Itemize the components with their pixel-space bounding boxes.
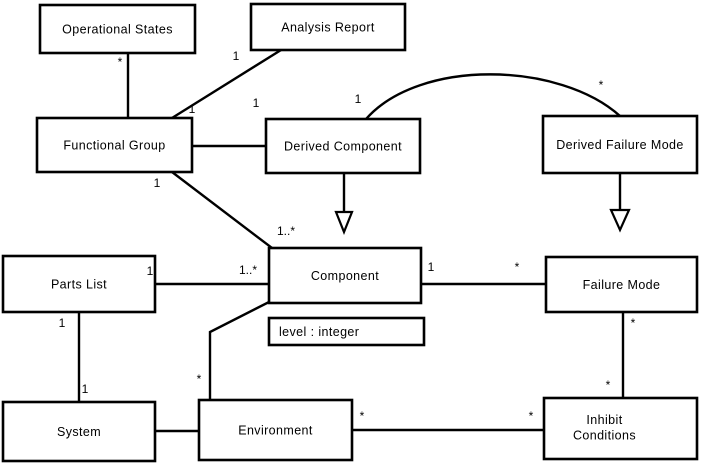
class-box-system[interactable]: System [1,400,157,463]
class-box-rect-analysis-report[interactable] [249,2,407,52]
class-box-functional-group[interactable]: Functional Group [35,116,194,174]
class-box-derived-failure-mode[interactable]: Derived Failure Mode [541,114,699,175]
class-name-operational-states: Operational States [62,22,173,36]
class-box-parts-list[interactable]: Parts List [1,254,157,314]
class-name-analysis-report: Analysis Report [281,20,375,34]
class-box-environment[interactable]: Environment [197,398,354,462]
multiplicity-partslist-system-from: 1 [59,316,66,330]
multiplicity-partslist-system-to: 1 [82,382,89,396]
association-functionalgroup-component[interactable] [170,170,274,250]
class-box-rect-component[interactable] [267,246,423,305]
association-component-environment[interactable] [208,300,271,402]
multiplicity-functionalgroup-derivedcomponent-to: 1 [253,96,260,110]
multiplicity-environment-inhibitconditions-from: * [360,409,365,423]
class-box-operational-states[interactable]: Operational States [38,3,197,55]
class-name-parts-list: Parts List [51,277,107,291]
class-name-derived-component: Derived Component [284,139,402,153]
class-name-derived-failure-mode: Derived Failure Mode [556,138,684,152]
association-derivedcomponent-derivedfailuremode[interactable] [364,73,622,121]
class-box-rect-operational-states[interactable] [38,3,197,55]
class-box-rect-derived-component[interactable] [264,117,422,175]
class-box-derived-component[interactable]: Derived Component [264,117,422,175]
multiplicity-component-environment-from: * [197,372,202,386]
multiplicity-functionalgroup-component-from: 1 [154,176,161,190]
multiplicity-functionalgroup-analysisreport-from: 1 [189,102,196,116]
class-box-rect-failure-mode[interactable] [544,255,699,314]
class-name-environment: Environment [238,423,313,437]
generalization-arrow-derivedcomponent-to-component [334,210,354,235]
class-box-rect-functional-group[interactable] [35,116,194,174]
multiplicity-component-failuremode-from: 1 [428,260,435,274]
class-box-rect-derived-failure-mode[interactable] [541,114,699,175]
multiplicity-derivedcomponent-derivedfailuremode-from: 1 [355,92,362,106]
class-name-failure-mode: Failure Mode [583,278,661,292]
class-box-failure-mode[interactable]: Failure Mode [544,255,699,314]
generalization-arrow-derivedfailuremode-to-failuremode [609,208,631,233]
multiplicity-partslist-component-to: 1..* [239,263,257,277]
multiplicity-partslist-component-from: 1 [147,264,154,278]
class-name-system: System [57,425,101,439]
class-box-rect-environment[interactable] [197,398,354,462]
multiplicity-functionalgroup-analysisreport-to: 1 [233,49,240,63]
class-name-functional-group: Functional Group [63,138,165,152]
multiplicity-failuremode-inhibitconditions-to: * [606,378,611,392]
class-attribute-box-component[interactable] [267,316,426,347]
class-box-analysis-report[interactable]: Analysis Report [249,2,407,52]
multiplicity-derivedcomponent-derivedfailuremode-to: * [599,78,604,92]
multiplicity-opstates-functionalgroup-from: * [118,55,123,69]
generalization-layer [334,173,631,235]
class-box-rect-system[interactable] [1,400,157,463]
multiplicity-component-failuremode-to: * [515,260,520,274]
multiplicity-functionalgroup-component-to: 1..* [277,224,295,238]
class-attribute-component: level : integer [279,325,359,339]
association-layer [77,48,625,433]
class-box-rect-inhibit-conditions[interactable] [542,396,699,461]
multiplicity-label-layer: * 1 1 1 1 1..* 1 * 1 1..* 1 1 1 * * * * * * [59,49,636,423]
multiplicity-environment-inhibitconditions-to: * [529,409,534,423]
association-functionalgroup-analysisreport[interactable] [170,48,283,120]
class-box-rect-parts-list[interactable] [1,254,157,314]
class-box-component[interactable]: Component level : integer [267,246,426,347]
class-name-component: Component [311,269,379,283]
multiplicity-failuremode-inhibitconditions-from: * [631,316,636,330]
